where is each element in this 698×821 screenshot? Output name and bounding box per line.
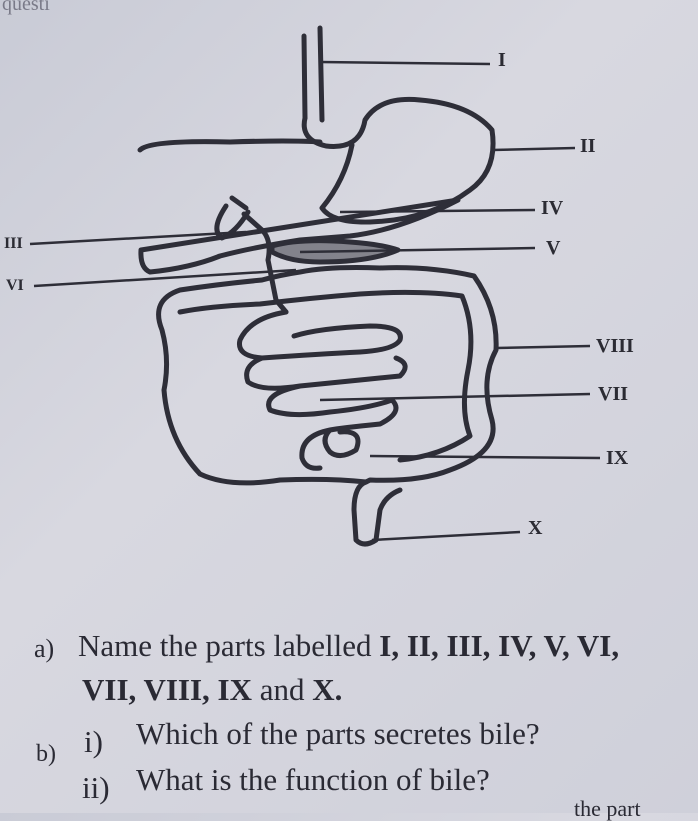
question-a-marker: a) bbox=[34, 634, 55, 663]
stomach bbox=[301, 96, 496, 225]
label-III: III bbox=[4, 235, 23, 252]
question-b-ii-text: What is the function of bile? bbox=[136, 762, 490, 797]
question-b-marker: b) bbox=[36, 741, 56, 767]
cut-off-top-text: questi bbox=[2, 0, 50, 15]
leader-line-V bbox=[299, 246, 536, 254]
question-a-line2: VII, VIII, IX and X. bbox=[82, 674, 342, 705]
label-IX: IX bbox=[606, 447, 629, 469]
question-a-line1: Name the parts labelled I, II, III, IV, … bbox=[78, 630, 619, 661]
leader-line-IV bbox=[339, 208, 536, 214]
leader-line-II bbox=[491, 146, 576, 152]
leader-line-VI bbox=[33, 268, 297, 288]
label-VI: VI bbox=[6, 277, 24, 294]
cut-off-bottom-text: the part bbox=[574, 796, 641, 821]
leader-line-I bbox=[319, 60, 491, 66]
question-a-last: X. bbox=[312, 672, 343, 707]
liver bbox=[137, 138, 461, 275]
question-a-parts-line2: VII, VIII, IX bbox=[82, 672, 252, 707]
question-b-i-marker: i) bbox=[84, 724, 103, 759]
label-X: X bbox=[528, 517, 543, 539]
label-II: II bbox=[580, 135, 596, 157]
question-b-i-text: Which of the parts secretes bile? bbox=[136, 716, 540, 751]
leader-line-VII bbox=[319, 392, 591, 402]
label-I: I bbox=[498, 49, 506, 71]
question-a-and: and bbox=[259, 672, 305, 707]
label-IV: IV bbox=[541, 197, 564, 219]
gall-bladder bbox=[214, 195, 289, 315]
leader-line-IX bbox=[369, 454, 601, 460]
leader-line-VIII bbox=[495, 344, 591, 350]
question-a-parts-line1: I, II, III, IV, V, VI, bbox=[379, 628, 620, 663]
label-V: V bbox=[546, 237, 561, 259]
question-a-prefix: Name the parts labelled bbox=[78, 628, 372, 663]
large-intestine-inner bbox=[177, 289, 474, 463]
small-intestine bbox=[236, 309, 408, 471]
large-intestine bbox=[156, 265, 499, 486]
oesophagus bbox=[301, 25, 325, 123]
leader-line-III bbox=[29, 230, 247, 246]
leader-line-X bbox=[371, 530, 521, 542]
rectum bbox=[351, 479, 403, 547]
label-VII: VII bbox=[598, 383, 629, 405]
question-b-ii-marker: ii) bbox=[82, 770, 110, 805]
label-VIII: VIII bbox=[596, 335, 634, 357]
